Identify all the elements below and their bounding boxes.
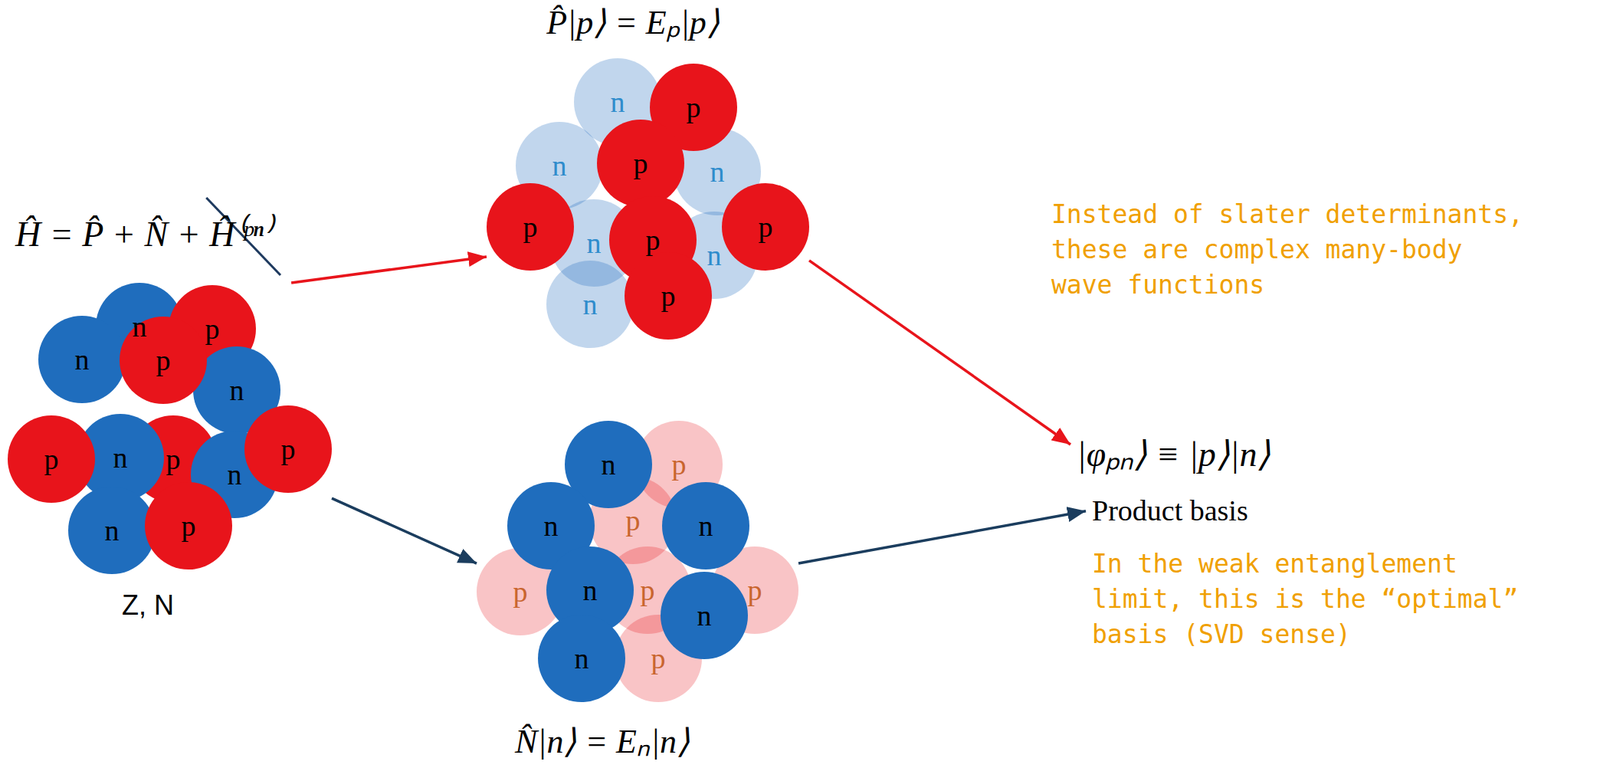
nucleon-letter: n xyxy=(544,511,559,541)
nucleon-letter: n xyxy=(574,643,590,673)
nucleon-letter: p xyxy=(661,281,676,311)
nucleon-letter: p xyxy=(44,444,60,474)
box-text: |φₚₙ⟩ ≡ |p⟩|n⟩ xyxy=(1076,432,1271,476)
nucleon-letter: n xyxy=(586,228,602,258)
nucleon-letter: p xyxy=(645,225,661,255)
proton-ball: p xyxy=(144,481,233,570)
nucleon-letter: p xyxy=(281,434,296,464)
annotation-note: Instead of slater determinants, these ar… xyxy=(1051,196,1532,303)
faded-neutron-ball: n xyxy=(546,260,634,348)
cluster-heading: P̂|p⟩ = Eₚ|p⟩ xyxy=(546,4,720,42)
nucleon-letter: p xyxy=(651,643,666,673)
proton-ball: p xyxy=(244,405,332,493)
nucleon-letter: n xyxy=(697,600,712,630)
nucleon-letter: n xyxy=(75,344,90,374)
nucleon-letter: n xyxy=(229,375,245,405)
nucleon-letter: n xyxy=(104,515,120,545)
nucleon-letter: p xyxy=(513,577,528,607)
annotation-note: In the weak entanglement limit, this is … xyxy=(1091,546,1552,653)
nucleon-letter: n xyxy=(132,311,148,341)
nucleon-letter: n xyxy=(552,150,568,181)
neutron-ball: n xyxy=(68,486,156,574)
nucleon-letter: p xyxy=(205,314,220,344)
nucleon-letter: p xyxy=(747,575,763,605)
nucleon-letter: p xyxy=(686,92,702,122)
label-holder: Instead of slater determinants, these ar… xyxy=(1051,196,1532,303)
nucleon-letter: n xyxy=(707,240,722,270)
nucleon-letter: n xyxy=(710,157,725,187)
nucleon-letter: p xyxy=(523,212,538,242)
nucleon-letter: n xyxy=(601,449,617,479)
proton-ball: p xyxy=(486,183,574,271)
eigen-equation: P̂|p⟩ = Eₚ|p⟩ xyxy=(546,4,720,42)
label-holder: Ĥ = P̂ + N̂ + Ĥ⁽ᵖⁿ⁾ xyxy=(15,215,272,255)
neutron-ball: n xyxy=(660,571,748,660)
hamiltonian-equation: Ĥ = P̂ + N̂ + Ĥ⁽ᵖⁿ⁾ xyxy=(15,215,272,255)
nucleon-letter: n xyxy=(113,442,128,473)
proton-ball: p xyxy=(7,415,96,503)
nucleon-letter: p xyxy=(166,444,181,474)
neutron-ball: n xyxy=(662,481,750,570)
nucleon-letter: p xyxy=(156,345,171,375)
nucleon-cluster: P̂|p⟩ = Eₚ|p⟩nnnnnnpppppp xyxy=(486,58,810,348)
nucleon-letter: n xyxy=(610,87,626,117)
basis-label: Product basis xyxy=(1085,490,1255,532)
connector-arrow xyxy=(331,498,477,564)
nucleon-letter: p xyxy=(626,505,641,535)
nucleon-cluster: N̂|n⟩ = Eₙ|n⟩ppppppnnnnnn xyxy=(476,420,799,702)
neutron-ball: n xyxy=(38,315,126,404)
connector-arrow xyxy=(809,260,1071,445)
cluster-heading: N̂|n⟩ = Eₙ|n⟩ xyxy=(514,723,690,761)
nucleon-letter: n xyxy=(583,289,598,319)
proton-ball: p xyxy=(721,183,810,271)
nucleus-label: Z, N xyxy=(121,590,174,621)
connector-arrow xyxy=(798,511,1086,564)
nucleon-letter: p xyxy=(672,449,687,479)
nucleon-letter: p xyxy=(640,575,656,605)
nucleon-letter: n xyxy=(698,511,714,541)
nucleon-letter: p xyxy=(633,148,649,178)
neutron-ball: n xyxy=(537,614,626,702)
eigen-equation: N̂|n⟩ = Eₙ|n⟩ xyxy=(514,723,690,761)
connector-arrow xyxy=(291,256,487,283)
nucleon-letter: p xyxy=(758,212,774,242)
nucleon-letter: n xyxy=(583,575,598,605)
label-holder: In the weak entanglement limit, this is … xyxy=(1091,546,1552,653)
product-state: |φₚₙ⟩ ≡ |p⟩|n⟩ xyxy=(1070,429,1277,479)
nucleon-letter: n xyxy=(227,459,243,489)
nucleon-letter: p xyxy=(181,511,197,541)
cluster-heading: Z, N xyxy=(121,590,174,621)
nucleon-cluster: Z, Nnpnnppnpnpnp xyxy=(7,282,332,574)
proton-ball: p xyxy=(624,252,712,340)
proton-ball: p xyxy=(596,119,685,207)
box-text: Product basis xyxy=(1091,493,1249,529)
